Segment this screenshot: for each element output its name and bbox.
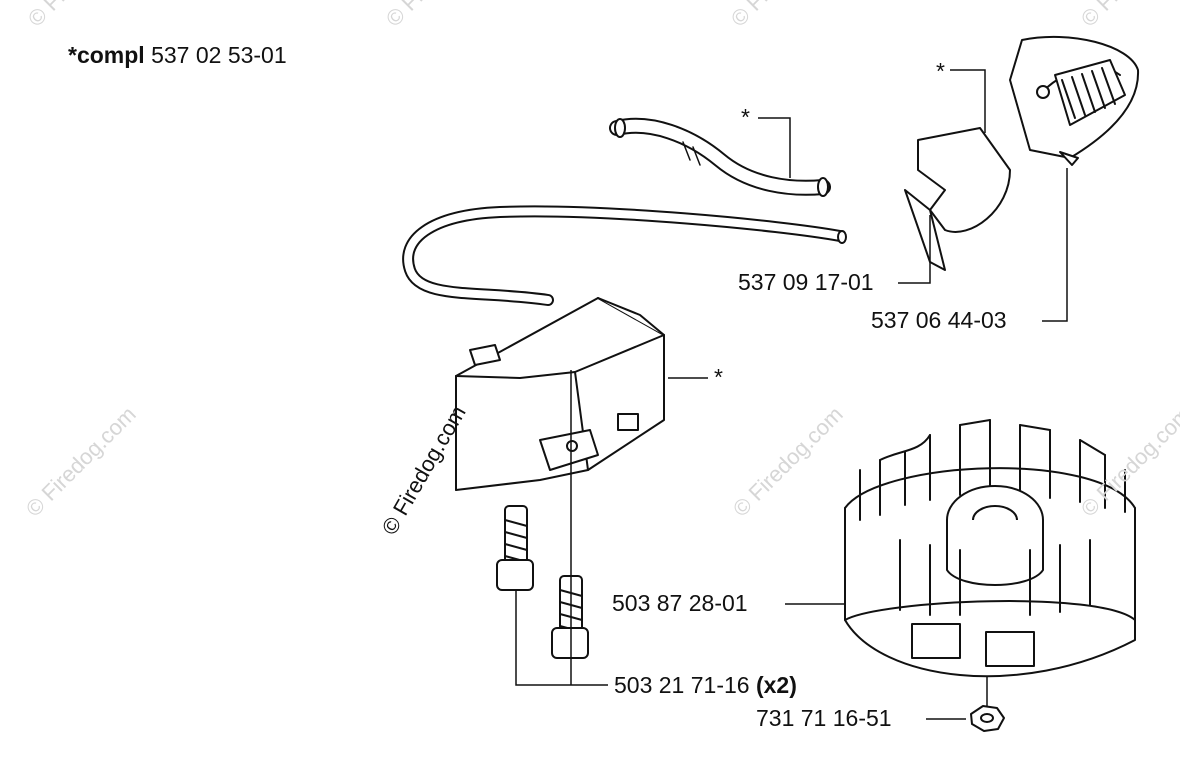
- ignition-cable: [402, 205, 847, 306]
- flywheel: [844, 419, 1136, 678]
- fuel-hose: [609, 117, 831, 197]
- star-marker-cover: *: [936, 58, 945, 84]
- flywheel-nut: [970, 705, 1005, 732]
- title-number: 537 02 53-01: [151, 42, 287, 68]
- leader-537-06-44-03: [1042, 168, 1068, 322]
- ignition-module: [455, 297, 665, 491]
- star-marker-module: *: [714, 364, 723, 390]
- assembly-title: *compl 537 02 53-01: [68, 44, 287, 67]
- part-label-537-09-17-01: 537 09 17-01: [738, 269, 874, 295]
- title-star: *: [68, 42, 77, 68]
- screw-left: [496, 505, 534, 591]
- star-marker-hose: *: [741, 104, 750, 130]
- screw-right: [551, 575, 589, 659]
- leader-537-09-17-01: [898, 215, 931, 284]
- part-label-731-71-16-51: 731 71 16-51: [756, 705, 892, 731]
- title-compl: compl: [76, 42, 145, 68]
- leader-screw-left: [515, 590, 608, 686]
- part-label-503-87-28-01: 503 87 28-01: [612, 590, 748, 616]
- leader-lines: [515, 69, 1068, 720]
- cover-rear: [1009, 35, 1140, 166]
- quantity: (x2): [755, 672, 797, 698]
- part-number: 503 21 71-16: [614, 672, 750, 698]
- part-label-503-21-71-16: 503 21 71-16 (x2): [614, 674, 797, 697]
- cover-front: [904, 127, 1011, 271]
- leader-hose: [758, 117, 791, 178]
- part-label-537-06-44-03: 537 06 44-03: [871, 307, 1007, 333]
- leader-cover-set: [950, 69, 986, 133]
